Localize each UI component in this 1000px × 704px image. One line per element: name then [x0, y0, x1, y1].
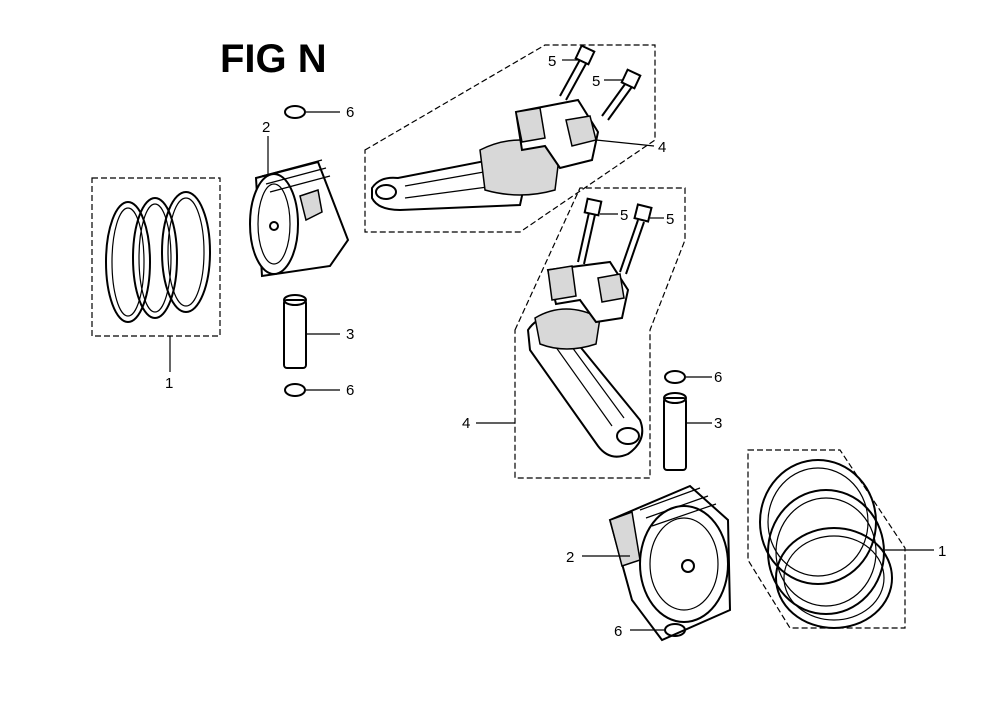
callout-bolt-mid-a: 5	[620, 207, 628, 224]
piston-pin-left	[283, 294, 340, 369]
callout-clip-left-top: 6	[346, 104, 354, 121]
callout-pin-left: 3	[346, 326, 354, 343]
callout-pin-right: 3	[714, 415, 722, 432]
callout-ring-set-left: 1	[165, 375, 173, 392]
callout-ring-set-right: 1	[938, 543, 946, 560]
callout-bolt-top-b: 5	[592, 73, 600, 90]
clip-right-top	[664, 370, 712, 384]
connecting-rod-mid	[514, 187, 686, 479]
piston-ring-set-right	[747, 449, 934, 629]
callout-piston-left: 2	[262, 119, 270, 136]
callout-bolt-top-a: 5	[548, 53, 556, 70]
piston-ring-set-left	[91, 177, 221, 372]
callout-rod-mid: 4	[462, 415, 470, 432]
callout-bolt-mid-b: 5	[666, 211, 674, 228]
callout-clip-left-bottom: 6	[346, 382, 354, 399]
piston-pin-right	[663, 392, 712, 471]
piston-right	[608, 484, 732, 642]
clip-right-bottom	[630, 623, 686, 637]
figure-title: FIG N	[220, 37, 327, 81]
connecting-rod-top	[364, 44, 656, 233]
callout-rod-top: 4	[658, 139, 666, 156]
callout-piston-right: 2	[566, 549, 574, 566]
clip-left-bottom	[284, 383, 340, 397]
callout-clip-right-bottom: 6	[614, 623, 622, 640]
clip-left-top	[284, 105, 340, 119]
piston-left	[249, 159, 350, 278]
callout-clip-right-top: 6	[714, 369, 722, 386]
